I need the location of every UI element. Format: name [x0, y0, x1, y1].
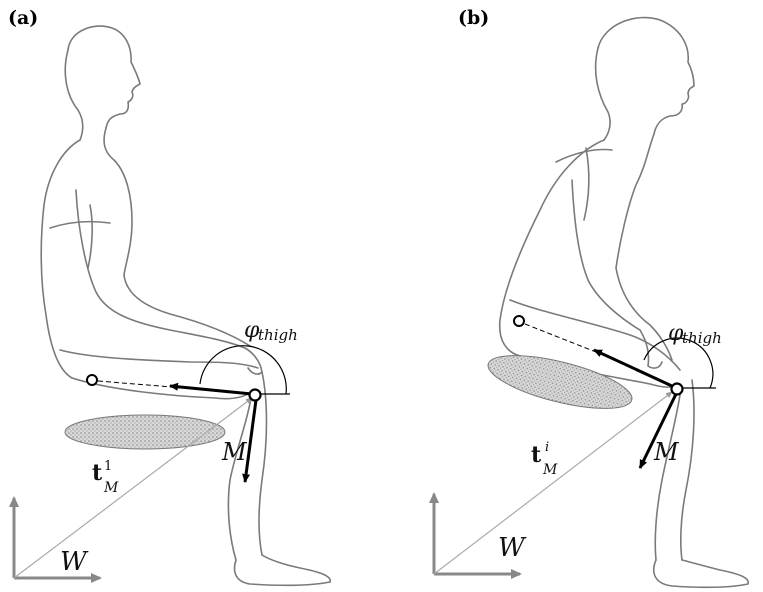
vector-label-a: t M 1 [92, 459, 119, 496]
svg-text:t: t [531, 442, 542, 468]
joint-label-a: M [221, 438, 248, 466]
joint-label-b: M [653, 438, 680, 466]
person-sketch-b [500, 18, 749, 588]
thigh-angle-arc-a [200, 346, 286, 394]
svg-text:M: M [542, 462, 558, 478]
svg-text:1: 1 [104, 459, 112, 474]
svg-text:t: t [92, 460, 103, 486]
thigh-axis-arrow-a [170, 386, 252, 394]
world-frame-a: W [14, 498, 100, 578]
hip-joint-a [87, 375, 97, 385]
hip-joint-b [514, 316, 524, 326]
thigh-dashed-line-b [525, 324, 596, 352]
panel-b-label: (b) [458, 7, 489, 29]
knee-joint-a [250, 390, 261, 401]
angle-label-b: φ thigh [668, 321, 722, 347]
svg-text:thigh: thigh [682, 329, 722, 347]
vector-label-b: t M i [531, 440, 558, 478]
panel-a: (a) [8, 7, 330, 585]
panel-a-label: (a) [8, 7, 38, 29]
frame-label-a: W [60, 547, 89, 577]
angle-label-a: φ thigh [244, 318, 298, 344]
translation-vector-b [434, 392, 672, 574]
knee-joint-b [672, 384, 683, 395]
world-frame-b: W [434, 494, 527, 574]
shank-axis-arrow-a [245, 400, 256, 482]
person-sketch-a [41, 26, 330, 585]
svg-text:i: i [545, 440, 549, 455]
frame-label-b: W [498, 533, 527, 563]
panel-b: (b) [434, 7, 748, 587]
seat-cushion-a [65, 415, 225, 449]
seat-cushion-b [483, 345, 636, 420]
svg-text:M: M [103, 480, 119, 496]
svg-text:thigh: thigh [258, 326, 298, 344]
